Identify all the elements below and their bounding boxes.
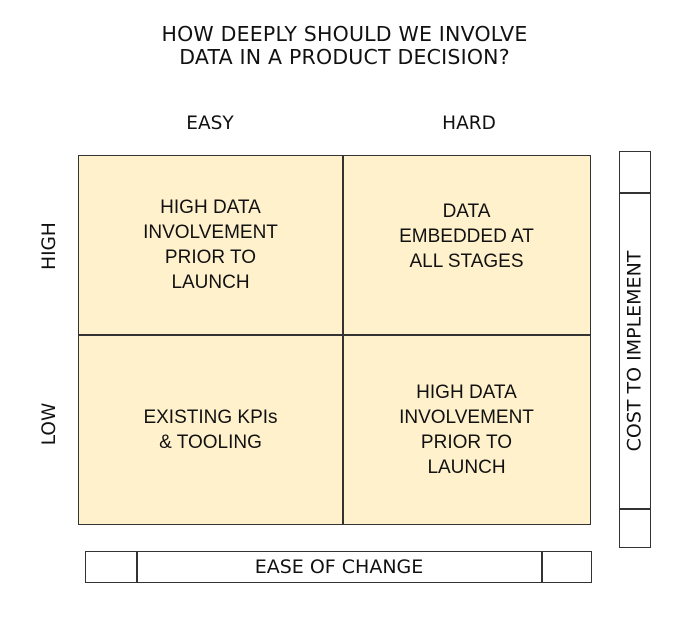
axis-divider — [136, 552, 138, 582]
quadrant-text-line: ALL STAGES — [409, 250, 524, 272]
quadrant-text-line: HIGH DATA — [160, 197, 261, 218]
quadrant-text-line: HIGH DATA — [416, 381, 517, 403]
quadrant-text-line: INVOLVEMENT — [399, 406, 534, 428]
axis-divider — [620, 508, 650, 510]
quadrant-text-line: EXISTING KPIs — [143, 406, 278, 428]
quadrant-high-hard: DATA EMBEDDED AT ALL STAGES — [344, 156, 589, 316]
diagram-title: HOW DEEPLY SHOULD WE INVOLVE DATA IN A P… — [0, 23, 689, 69]
title-line-1: HOW DEEPLY SHOULD WE INVOLVE — [161, 22, 528, 46]
quadrant-text-line: PRIOR TO — [164, 247, 257, 268]
column-header-easy: EASY — [186, 113, 234, 134]
column-header-hard: HARD — [442, 113, 496, 134]
quadrant-text-line: PRIOR TO — [420, 431, 513, 453]
ease-of-change-axis: EASE OF CHANGE — [85, 551, 592, 583]
row-header-high: HIGH — [39, 222, 60, 270]
cost-to-implement-axis: COST TO IMPLEMENT — [619, 151, 651, 548]
quadrant-text-line: DATA — [442, 200, 491, 222]
axis-divider — [620, 192, 650, 194]
quadrant-high-easy: HIGH DATA INVOLVEMENT PRIOR TO LAUNCH — [79, 156, 342, 334]
quadrant-text-line: & TOOLING — [159, 431, 262, 453]
cost-to-implement-label: COST TO IMPLEMENT — [623, 250, 646, 452]
quadrant-text-line: LAUNCH — [427, 456, 506, 478]
quadrant-text-line: INVOLVEMENT — [143, 222, 278, 243]
quadrant-grid: HIGH DATA INVOLVEMENT PRIOR TO LAUNCH DA… — [78, 155, 591, 525]
quadrant-text-line: EMBEDDED AT — [399, 225, 534, 247]
title-line-2: DATA IN A PRODUCT DECISION? — [179, 45, 510, 69]
axis-divider — [541, 552, 543, 582]
grid-horizontal-divider — [79, 334, 590, 336]
quadrant-text-line: LAUNCH — [171, 272, 250, 293]
grid-vertical-divider — [342, 156, 344, 524]
ease-of-change-label: EASE OF CHANGE — [254, 556, 424, 578]
quadrant-low-hard: HIGH DATA INVOLVEMENT PRIOR TO LAUNCH — [344, 336, 589, 523]
quadrant-low-easy: EXISTING KPIs & TOOLING — [79, 336, 342, 523]
row-header-low: LOW — [39, 402, 60, 446]
